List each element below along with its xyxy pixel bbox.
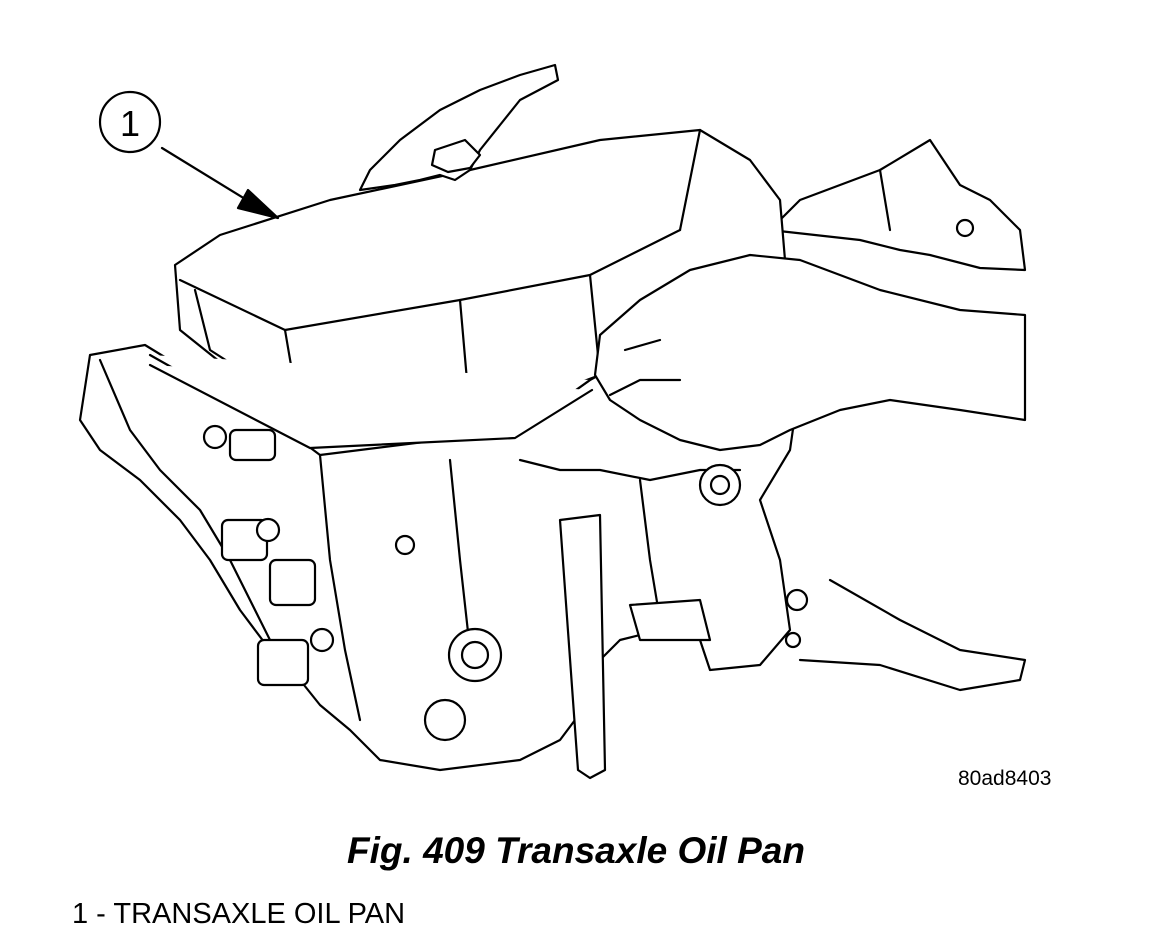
legend: 1 - TRANSAXLE OIL PAN xyxy=(72,898,405,931)
callout-1: 1 xyxy=(98,90,280,220)
right-hand xyxy=(593,253,1027,452)
image-code: 80ad8403 xyxy=(958,767,1052,790)
transaxle-case xyxy=(78,138,1027,780)
figure-title: Fig. 409 Transaxle Oil Pan xyxy=(347,830,805,871)
callout-arrow-line xyxy=(160,146,257,207)
callout-number: 1 xyxy=(120,103,140,144)
callout-arrowhead xyxy=(236,188,280,220)
left-hand xyxy=(358,63,560,192)
callout-circle xyxy=(98,90,162,154)
legend-item: 1 - TRANSAXLE OIL PAN xyxy=(72,898,406,930)
